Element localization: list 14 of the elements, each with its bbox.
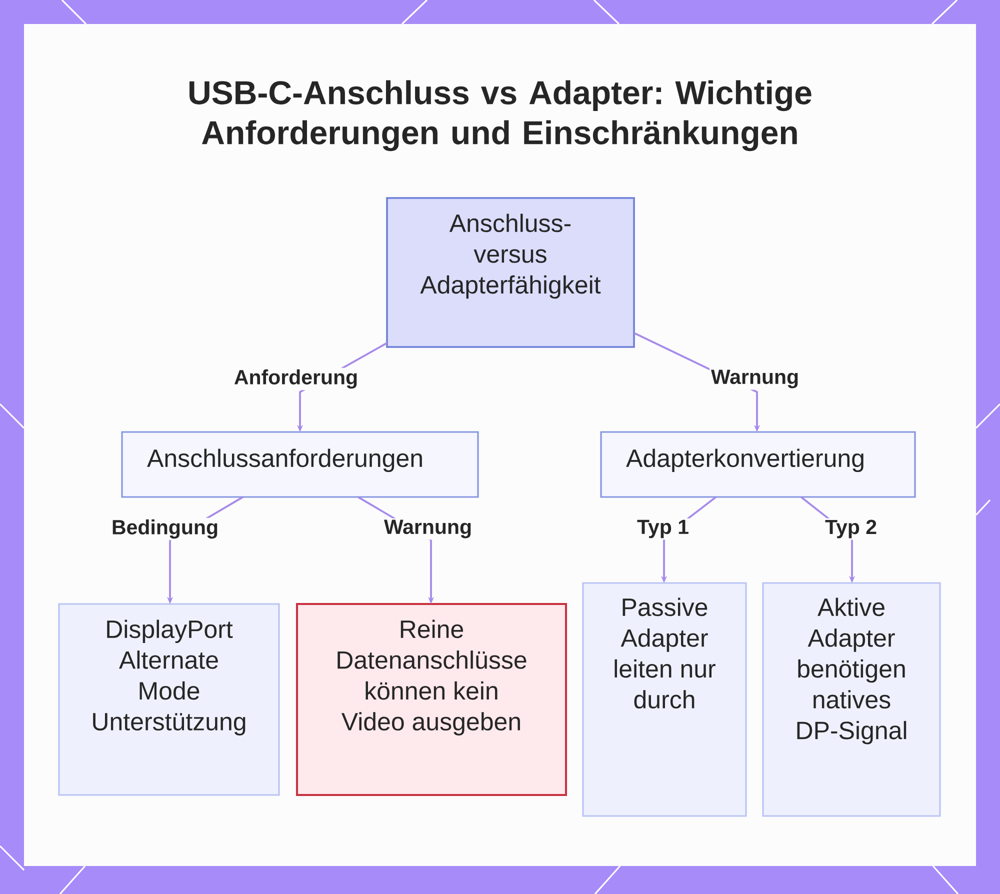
edge-label: Typ 1 bbox=[636, 518, 691, 540]
branch-box: Anschlussanforderungen bbox=[121, 431, 479, 498]
edge-label: Typ 2 bbox=[824, 518, 879, 540]
leaf-box: DisplayPort Alternate Mode Unterstützung bbox=[58, 603, 280, 796]
warning-box: Reine Datenanschlüsse können kein Video ausgeben bbox=[296, 603, 567, 796]
leaf-box: Aktive Adapter benötigen natives DP-Signal bbox=[762, 582, 941, 817]
edge-label: Bedingung bbox=[110, 518, 220, 540]
branch-box: Adapterkonvertierung bbox=[600, 431, 916, 498]
edge-label: Anforderung bbox=[232, 368, 360, 390]
title: USB-C-Anschluss vs Adapter: Wichtige Anforderungen und Einschränkungen bbox=[190, 80, 812, 152]
leaf-box: Passive Adapter leiten nur durch bbox=[582, 582, 747, 817]
edge-label: Warnung bbox=[382, 518, 474, 540]
edge-label: Warnung bbox=[709, 368, 801, 390]
topic-box: Anschluss- versus Adapterfähigkeit bbox=[386, 197, 635, 348]
